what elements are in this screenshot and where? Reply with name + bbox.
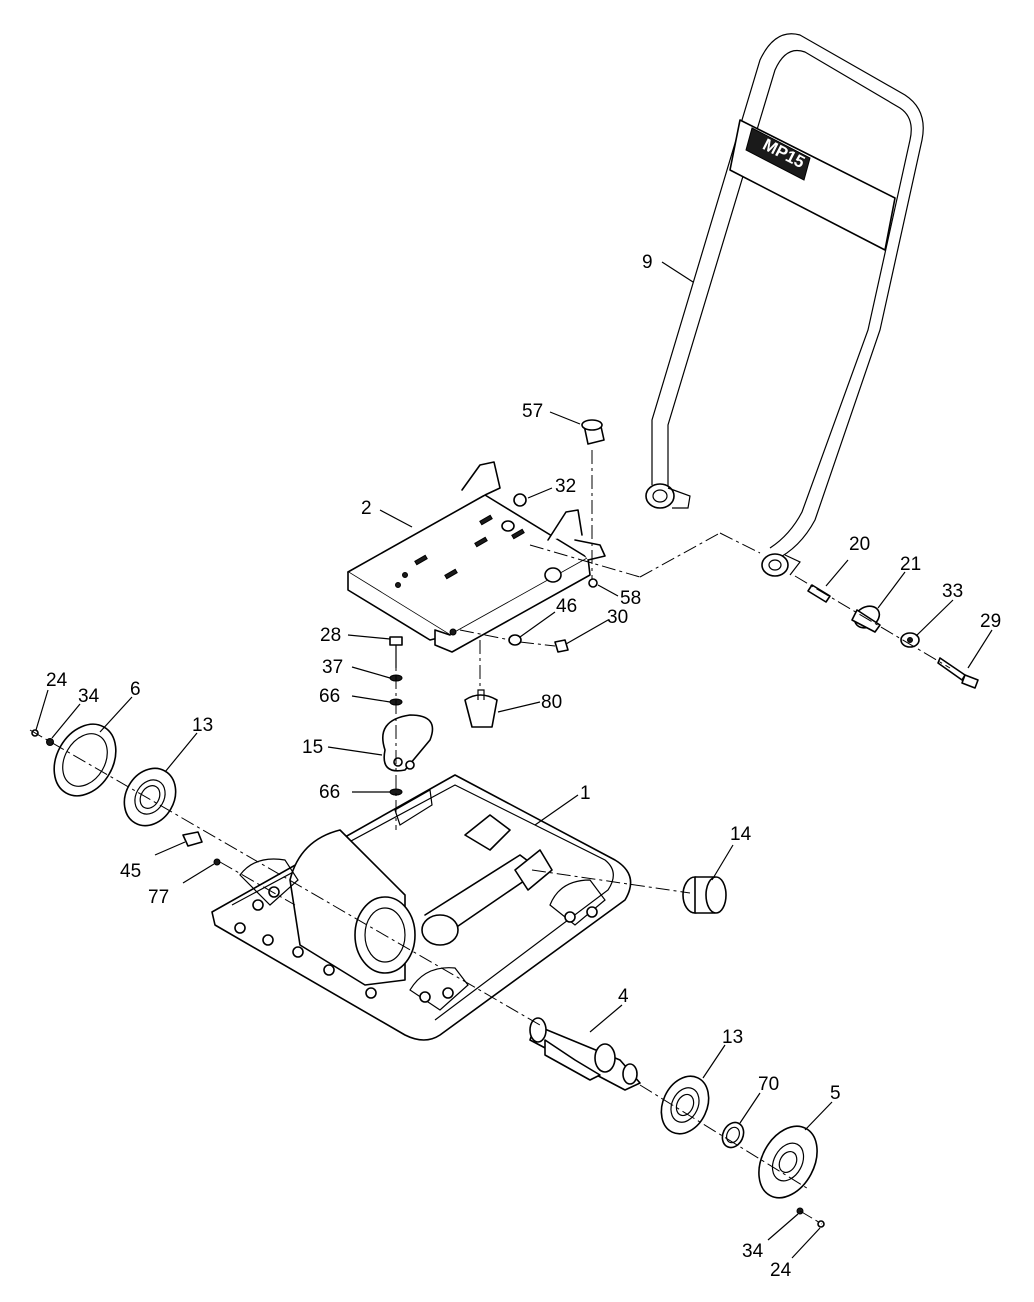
callout-14: 14 [730,824,752,845]
callout-30: 30 [607,607,628,628]
callout-46: 46 [556,596,577,617]
callout-57: 57 [522,401,543,422]
handle-mount-hardware [807,584,979,689]
callout-70: 70 [758,1074,779,1095]
callout-34-right: 34 [742,1241,764,1262]
callout-29: 29 [980,611,1001,632]
callout-15: 15 [302,737,323,758]
handle-assembly: MP15 [645,33,924,577]
callout-4: 4 [618,986,629,1007]
leader-lines [35,261,993,1259]
callout-33: 33 [942,581,963,602]
callout-32: 32 [555,476,576,497]
callout-24-right: 24 [770,1260,792,1281]
callout-9: 9 [642,252,653,273]
callout-34-left: 34 [78,686,100,707]
shock-mount-14 [682,876,727,914]
callout-6: 6 [130,679,141,700]
eccentric-shaft [529,1017,641,1091]
callout-13-left: 13 [192,715,213,736]
left-bearing-group [31,723,221,866]
callout-37: 37 [322,657,343,678]
callout-1: 1 [580,783,591,804]
callout-24-left: 24 [46,670,68,691]
callout-45: 45 [120,861,141,882]
callout-5: 5 [830,1083,841,1104]
callout-66-upper: 66 [319,686,340,707]
callout-77: 77 [148,887,169,908]
upper-engine-plate [347,461,606,653]
center-lines [29,450,951,1225]
callout-labels: 9 57 32 2 58 46 30 80 20 21 33 29 28 37 … [46,252,1001,1281]
callout-2: 2 [361,498,372,519]
callout-28: 28 [320,625,341,646]
callout-13-right: 13 [722,1027,743,1048]
callout-80: 80 [541,692,562,713]
base-plate [211,774,632,1041]
right-bearing-group [660,1075,825,1228]
callout-21: 21 [900,554,921,575]
callout-20: 20 [849,534,870,555]
callout-58: 58 [620,588,641,609]
mp15-logo-plate [745,127,811,181]
callout-66-lower: 66 [319,782,340,803]
